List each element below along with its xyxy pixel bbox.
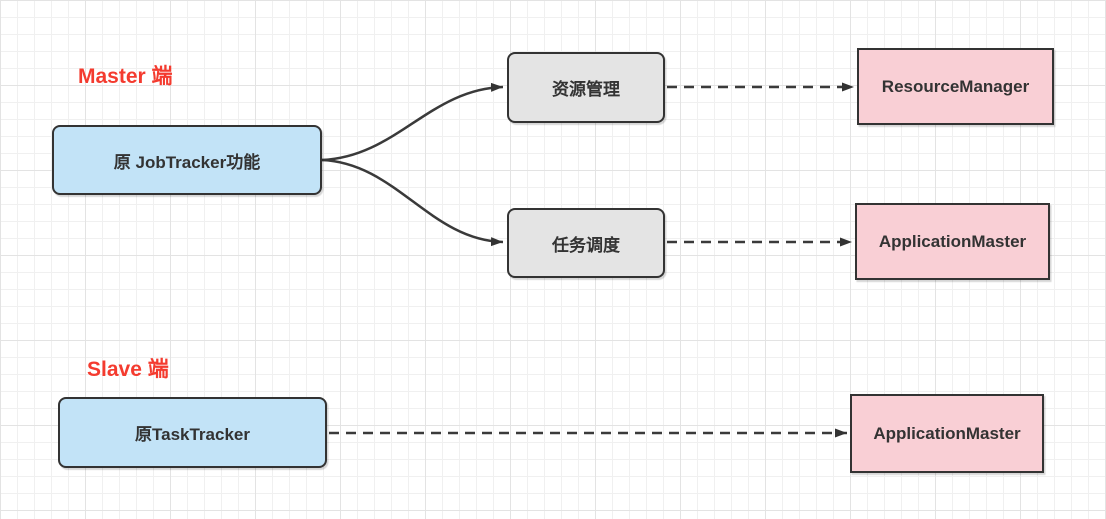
node-resource-management: 资源管理 [507,52,665,123]
node-application-master-top-label: ApplicationMaster [878,231,1027,251]
node-resource-management-label: 资源管理 [552,80,620,99]
node-tasktracker-label: 原TaskTracker [135,425,250,444]
node-tasktracker: 原TaskTracker [58,397,327,468]
node-task-scheduling-label: 任务调度 [552,235,620,255]
node-jobtracker-label: 原 JobTracker功能 [113,152,261,172]
node-resource-manager-label: ResourceManager [881,76,1030,96]
slave-section-label: Slave 端 [87,358,169,381]
master-section-label: Master 端 [78,65,173,88]
arrow-jobtracker-to-resource-mgmt [321,82,504,162]
node-application-master-top: ApplicationMaster [855,203,1050,280]
node-application-master-bottom: ApplicationMaster [850,394,1044,473]
node-application-master-bottom-label: ApplicationMaster [873,423,1021,443]
node-jobtracker: 原 JobTracker功能 [52,125,322,195]
arrow-jobtracker-to-task-sched [321,158,504,247]
node-task-scheduling: 任务调度 [507,208,665,278]
node-resource-manager: ResourceManager [857,48,1054,125]
